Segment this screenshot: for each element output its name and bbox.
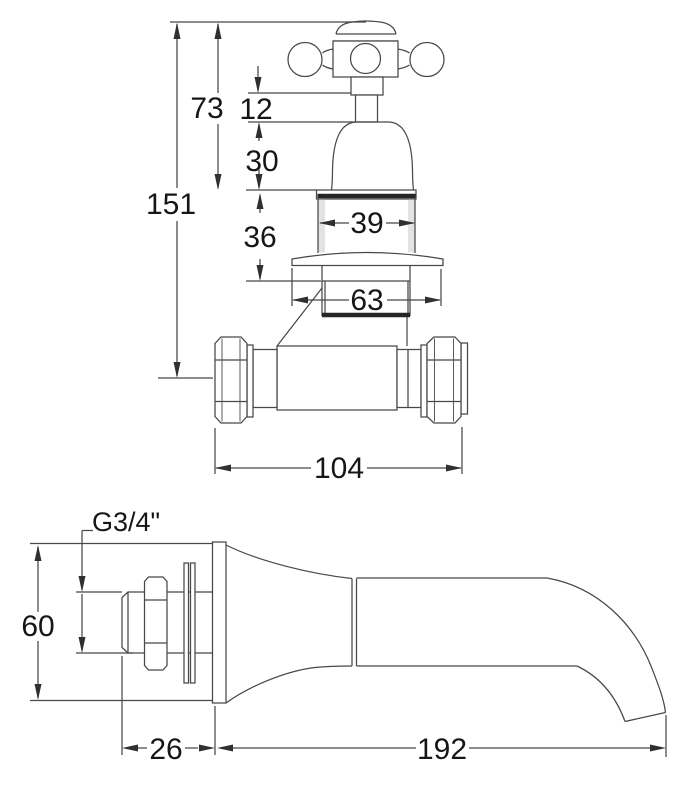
drawing-line	[78, 576, 86, 592]
dim-spout-reach: 192	[417, 733, 467, 766]
spout-profile	[225, 544, 667, 723]
spout-outer-curve	[546, 577, 667, 713]
valve-upper-body	[317, 199, 416, 253]
pipe-cylinder	[276, 345, 398, 411]
valve-front-view: 151 73 12 30 36	[146, 20, 469, 485]
drawing-line	[292, 296, 308, 304]
washer-back	[189, 562, 196, 684]
drawing-line	[446, 464, 462, 472]
handle-front-ball	[349, 42, 382, 75]
washer-front	[183, 562, 190, 684]
left-collar	[252, 348, 278, 409]
dim-thread-length: 26	[149, 733, 182, 766]
handle-right-ball	[409, 41, 445, 78]
drawing-line	[650, 744, 666, 752]
drawing-line	[215, 464, 231, 472]
valve-dimensions: 151 73 12 30 36	[146, 21, 463, 485]
drawing-line	[214, 174, 222, 190]
drawing-line	[78, 637, 86, 653]
drawing-line	[199, 744, 215, 752]
valve-lower-body	[276, 265, 411, 347]
dim-body-height: 36	[243, 221, 276, 254]
drawing-line	[318, 199, 325, 253]
left-ring	[246, 344, 254, 418]
drawing-line	[173, 22, 181, 39]
stem-upper	[350, 76, 384, 96]
spout-wall-flange	[211, 541, 227, 704]
spout-neck-top	[225, 544, 353, 580]
dim-thread-size: G3/4"	[92, 507, 160, 537]
drawing-line	[122, 744, 138, 752]
drawing-line	[34, 545, 42, 561]
handle-dome-cap	[335, 20, 397, 35]
spout-neck-bottom	[225, 665, 353, 704]
dim-body-width: 39	[350, 207, 383, 240]
dim-stem-exposed: 12	[239, 93, 272, 126]
drawing-line	[399, 219, 415, 227]
spout-inner-curve	[576, 665, 626, 722]
cross-handle	[287, 20, 445, 78]
handle-left-ball	[287, 41, 323, 78]
drawing-line	[319, 219, 335, 227]
handle-neck-right	[397, 48, 410, 70]
drawing-line	[255, 174, 263, 190]
dim-flange-height: 60	[21, 610, 54, 643]
shoulder-taper	[276, 287, 323, 347]
right-ring	[420, 344, 428, 418]
drawing-line	[254, 77, 262, 93]
left-compression-nut	[214, 336, 248, 424]
drawing-line	[256, 265, 264, 281]
spout-side-view: G3/4" 60 26 192	[21, 507, 667, 766]
drawing-line	[408, 199, 415, 253]
pipe-body	[214, 336, 469, 424]
drawing-line	[425, 296, 441, 304]
drawing-line	[34, 684, 42, 700]
drawing-line	[255, 122, 263, 138]
handle-neck-left	[322, 48, 334, 70]
wall-flange	[291, 251, 444, 267]
spout-dimensions: G3/4" 60 26 192	[21, 507, 667, 766]
stem-thin	[354, 94, 379, 123]
backnut	[143, 576, 168, 671]
bell-shroud	[330, 121, 415, 191]
drawing-line	[173, 362, 181, 378]
right-pipe-stub	[460, 342, 469, 415]
dim-handle-to-body: 73	[190, 92, 223, 125]
right-compression-nut	[426, 336, 462, 424]
dim-body-length: 104	[314, 452, 364, 485]
dim-overall-height: 151	[146, 188, 196, 221]
drawing-line	[217, 744, 233, 752]
spout-outlet	[624, 711, 666, 723]
drawing-line	[214, 22, 222, 39]
right-collar	[396, 348, 422, 409]
drawing-line	[256, 193, 264, 209]
dim-flange-diameter: 63	[350, 284, 383, 317]
dim-shroud-height: 30	[245, 145, 278, 178]
